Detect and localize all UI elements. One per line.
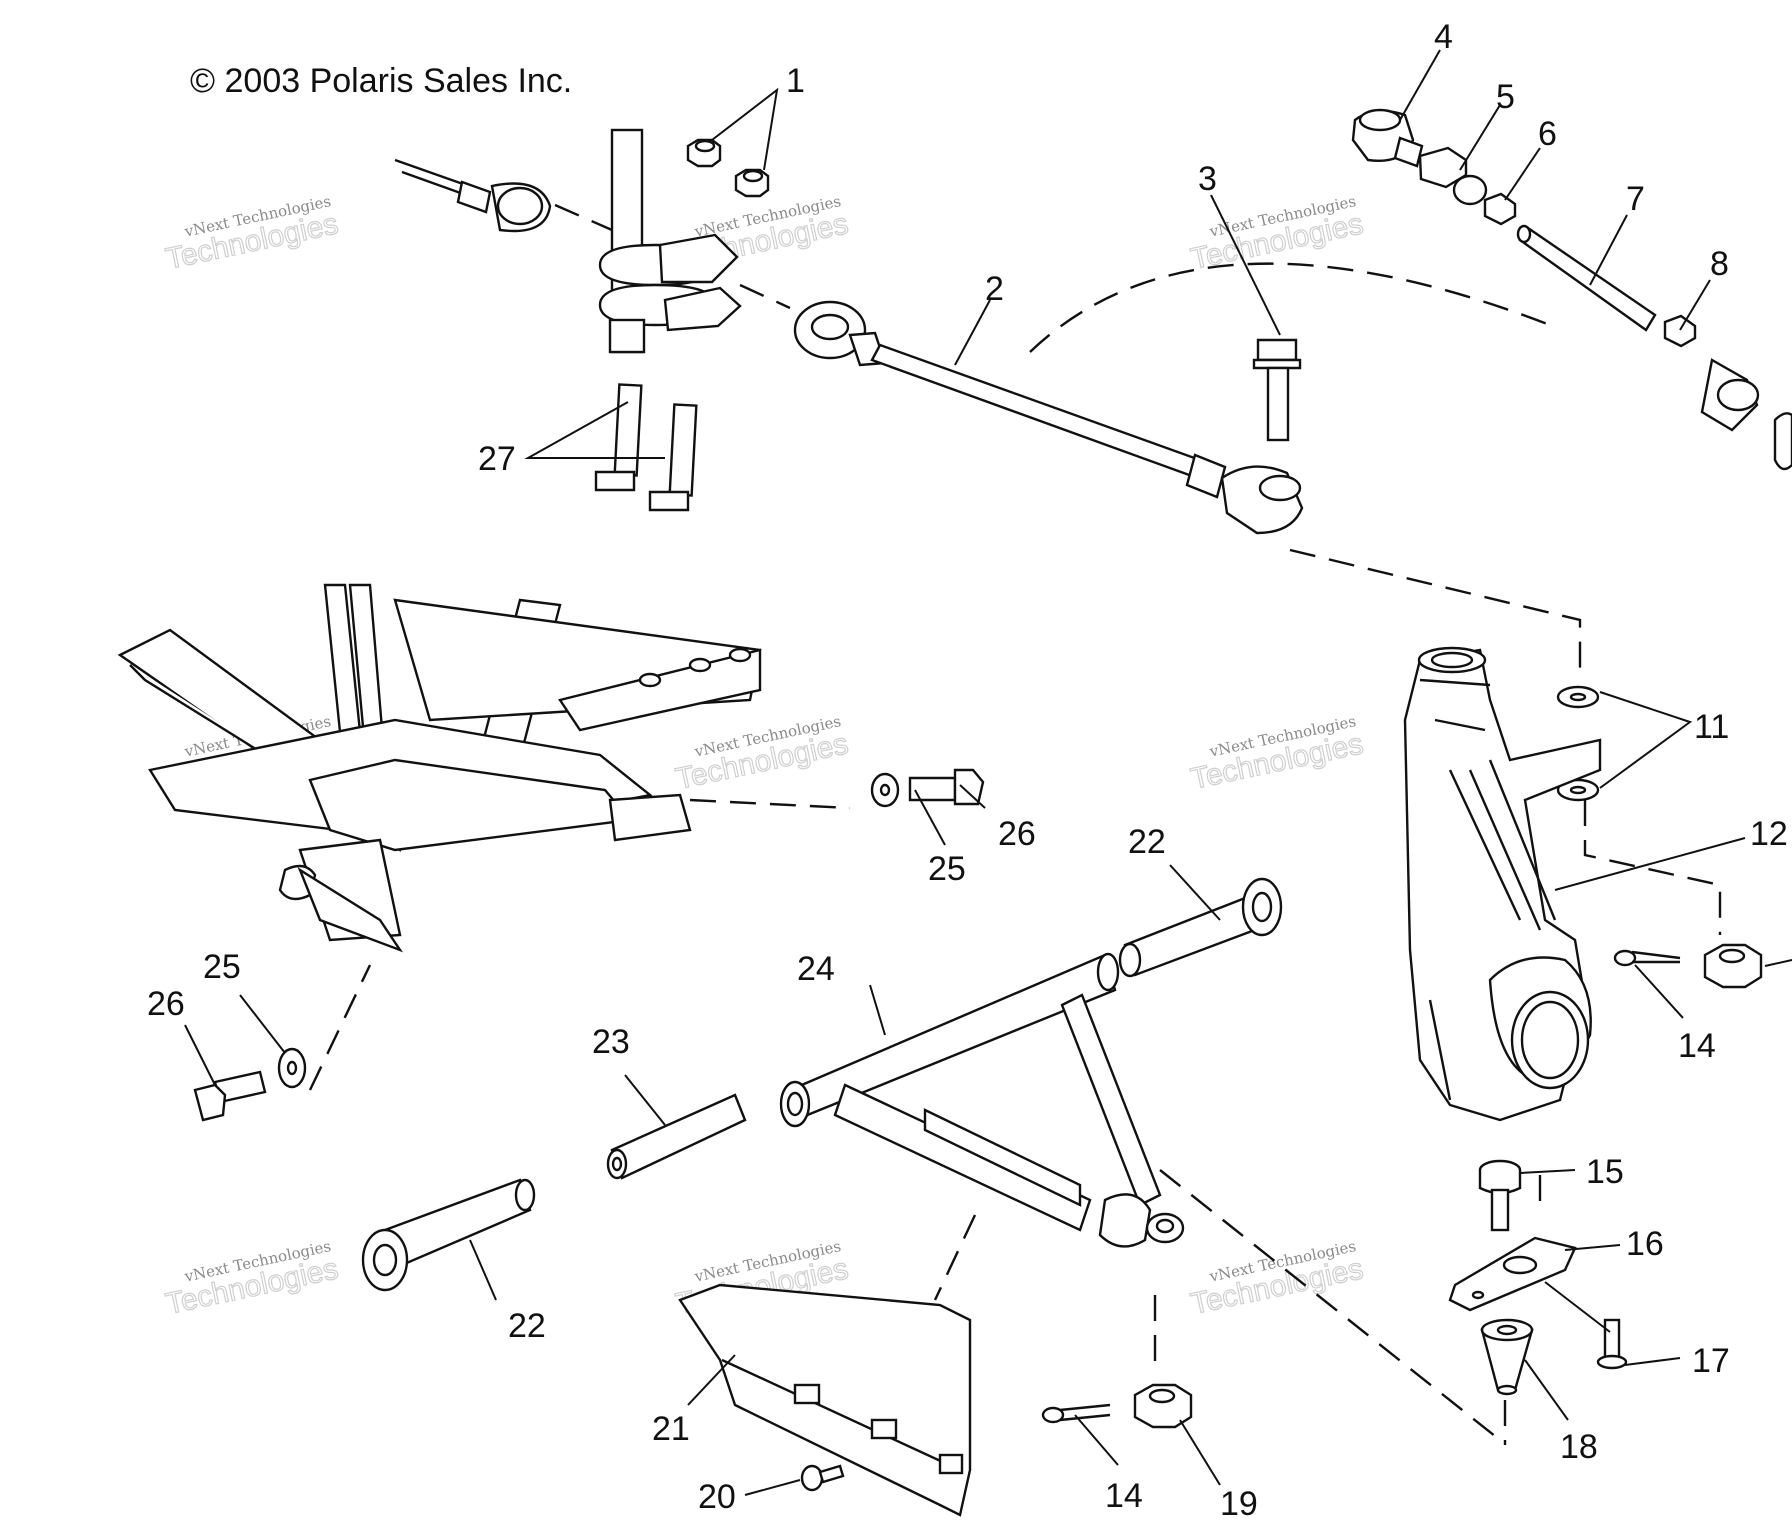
callout-24: 24 (797, 950, 835, 988)
callout-20: 20 (698, 1478, 736, 1516)
callout-19: 19 (1220, 1485, 1258, 1523)
bolt-part-3 (1252, 338, 1302, 442)
a-arm-part-24 (779, 952, 1185, 1248)
plate-part-16 (1448, 1236, 1577, 1312)
callout-14-lower: 14 (1105, 1477, 1143, 1515)
callout-6: 6 (1538, 115, 1557, 153)
washer-part-11 (1556, 685, 1600, 802)
callout-5: 5 (1496, 78, 1515, 116)
callout-labels: 1 2 3 4 5 6 7 8 11 12 14 14 15 16 17 18 … (147, 18, 1788, 1523)
callout-25-upper: 25 (928, 850, 966, 888)
callout-23: 23 (592, 1023, 630, 1061)
callout-17: 17 (1692, 1342, 1730, 1380)
callout-1: 1 (786, 62, 805, 100)
washer-part-25-upper (870, 772, 900, 808)
bolt-part-15 (1478, 1159, 1522, 1232)
boot-part-18 (1480, 1318, 1534, 1396)
bushing-part-22-lower (361, 1178, 536, 1292)
spindle-part-12 (1403, 646, 1602, 1122)
frame-assembly (117, 583, 762, 953)
callout-14-upper: 14 (1678, 1027, 1716, 1065)
callout-3: 3 (1198, 160, 1217, 198)
tie-rod-assembly-parts-4-8 (1351, 108, 1792, 471)
watermark: Technologies vNext Technologies (1187, 1237, 1366, 1322)
castle-nut-part-19 (1133, 1383, 1193, 1429)
callout-21: 21 (652, 1410, 690, 1448)
assembly-lines (308, 203, 1722, 1445)
callout-8: 8 (1710, 245, 1729, 283)
watermark: Technologies vNext Technologies (1187, 712, 1366, 797)
callout-22-upper: 22 (1128, 823, 1166, 861)
bolt-part-26-lower (193, 1070, 267, 1122)
watermark: Technologies vNext Technologies (162, 1237, 341, 1322)
callout-27: 27 (478, 440, 516, 478)
callout-7: 7 (1626, 180, 1645, 218)
callout-11: 11 (1694, 708, 1729, 746)
tie-rod-part-2 (793, 300, 1304, 535)
callout-25-lower: 25 (203, 948, 241, 986)
callout-16: 16 (1626, 1225, 1664, 1263)
watermark: Technologies vNext Technologies (162, 192, 341, 277)
callout-22-lower: 22 (508, 1307, 546, 1345)
callout-4: 4 (1434, 18, 1453, 56)
bushing-part-22-upper (1118, 877, 1283, 978)
washer-part-25-lower (277, 1047, 307, 1089)
callout-26-upper: 26 (998, 815, 1036, 853)
callout-26-lower: 26 (147, 985, 185, 1023)
skid-plate-part-21 (678, 1283, 972, 1517)
leader-lines (184, 49, 1792, 1496)
sleeve-part-23 (606, 1093, 747, 1180)
cotter-pin-part-14-upper (1613, 949, 1681, 967)
callout-12: 12 (1750, 815, 1788, 853)
castle-nut-part-12-side (1703, 943, 1763, 989)
cotter-pin-part-14-lower (1041, 1403, 1111, 1424)
callout-15: 15 (1586, 1153, 1624, 1191)
steering-post (394, 128, 742, 354)
lock-nut-part-1 (686, 138, 770, 198)
bolt-part-26-upper (908, 768, 985, 806)
bolt-part-27 (594, 383, 698, 512)
callout-2: 2 (985, 270, 1004, 308)
watermark: Technologies vNext Technologies (1187, 192, 1366, 277)
callout-18: 18 (1560, 1428, 1598, 1466)
screw-part-20 (800, 1464, 845, 1492)
watermark: Technologies vNext Technologies (672, 712, 851, 797)
copyright-text: © 2003 Polaris Sales Inc. (190, 62, 572, 100)
